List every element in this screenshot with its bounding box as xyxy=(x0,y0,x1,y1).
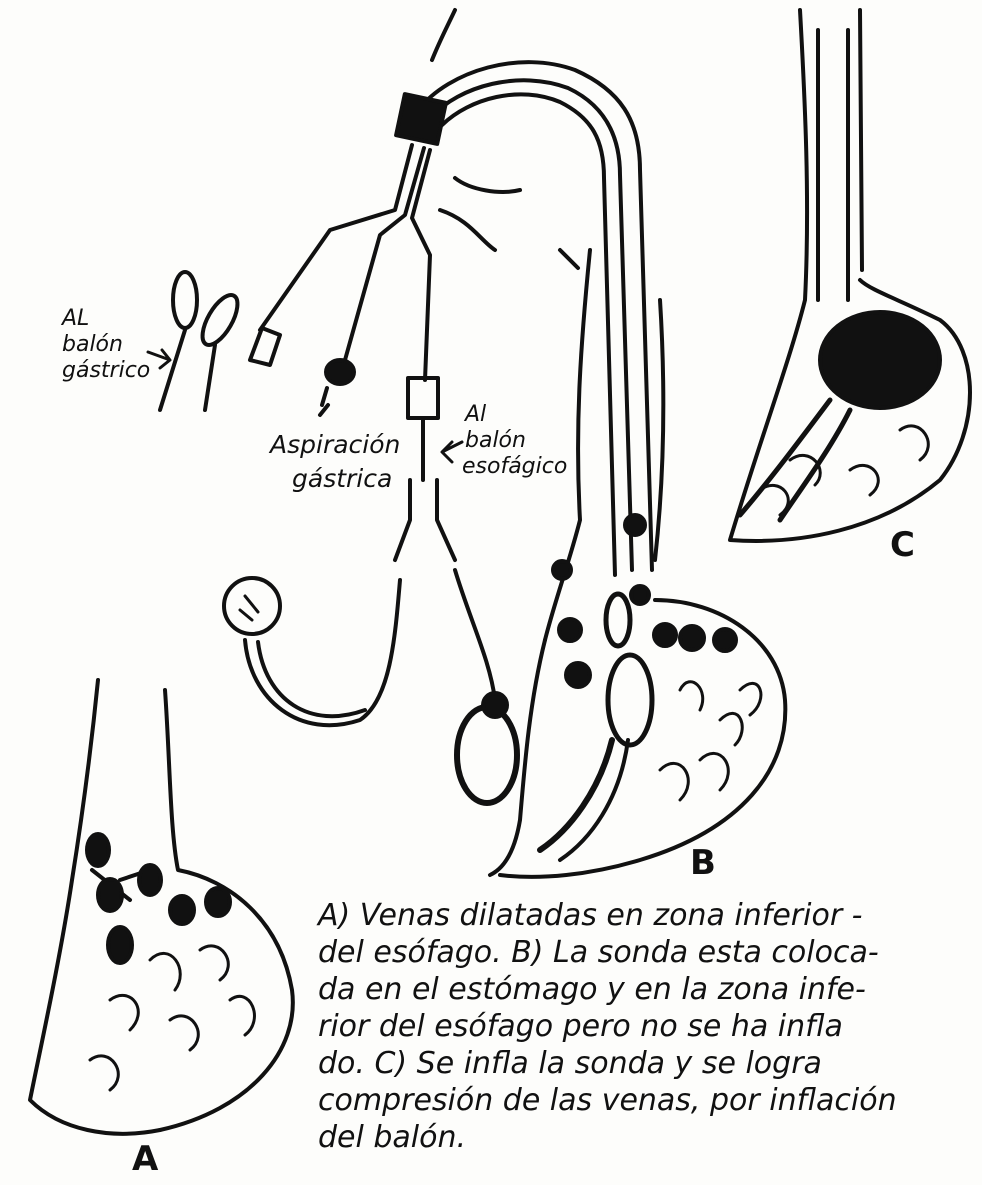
caption-line: A) Venas dilatadas en zona inferior - xyxy=(318,897,978,934)
label-gastric-line-2: balón xyxy=(62,334,123,356)
label-esophageal-line-1: Al xyxy=(465,404,486,426)
label-aspiration-line-2: gástrica xyxy=(292,466,392,491)
caption-line: do. C) Se infla la sonda y se logra xyxy=(318,1045,978,1082)
figure-caption: A) Venas dilatadas en zona inferior - de… xyxy=(318,897,978,1156)
panel-c-label: C xyxy=(890,528,915,562)
panel-a-label: A xyxy=(132,1142,158,1176)
panel-c-drawing xyxy=(730,10,970,541)
arrow-gastric xyxy=(148,350,170,368)
caption-line: del esófago. B) La sonda esta coloca- xyxy=(318,934,978,971)
caption-line: rior del esófago pero no se ha infla xyxy=(318,1008,978,1045)
caption-line: da en el estómago y en la zona infe- xyxy=(318,971,978,1008)
caption-line: del balón. xyxy=(318,1119,978,1156)
label-aspiration-line-1: Aspiración xyxy=(270,432,400,457)
panel-a-drawing xyxy=(30,680,293,1134)
label-gastric-line-3: gástrico xyxy=(62,360,150,382)
arrow-esophageal xyxy=(442,442,462,462)
panel-b-label: B xyxy=(690,846,716,880)
caption-line: compresión de las venas, por inflación xyxy=(318,1082,978,1119)
label-esophageal-line-3: esofágico xyxy=(462,456,567,478)
label-esophageal-line-2: balón xyxy=(465,430,526,452)
label-gastric-line-1: AL xyxy=(62,308,89,330)
